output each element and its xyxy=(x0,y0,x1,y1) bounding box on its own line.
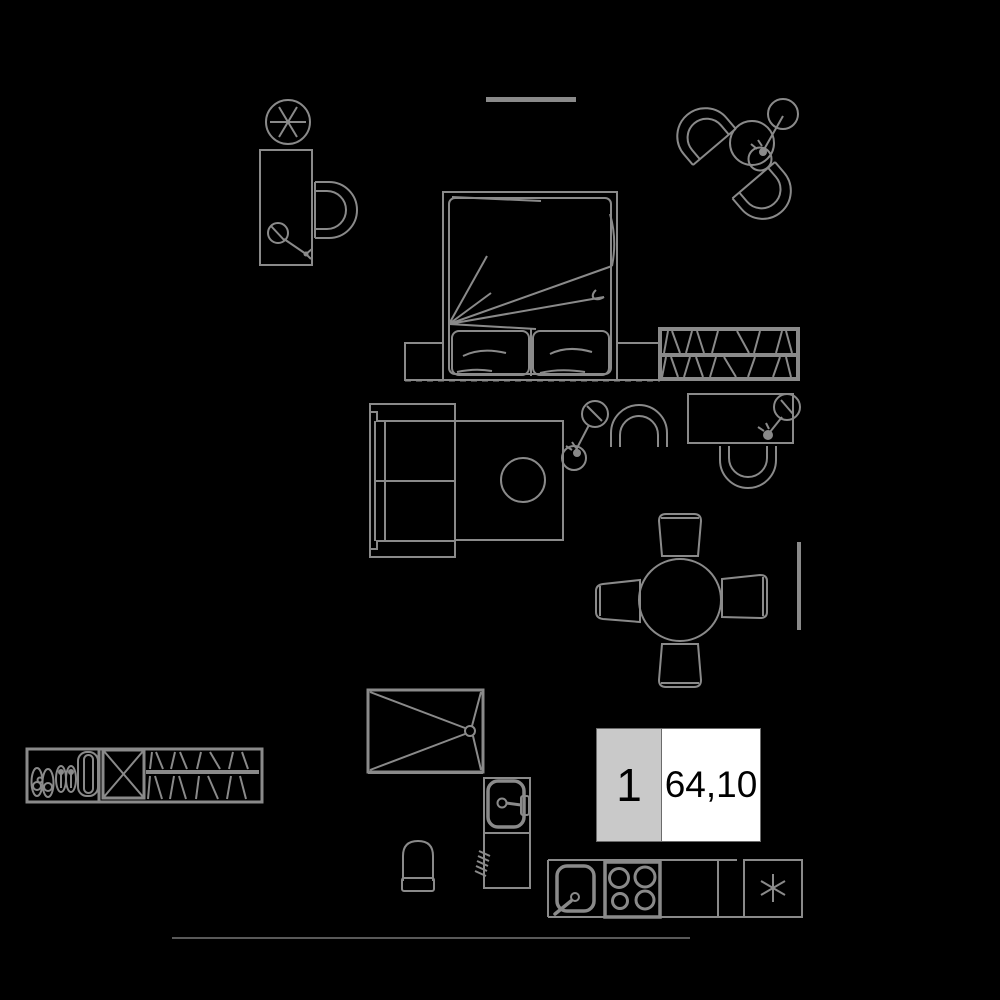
dining-chair-bottom xyxy=(657,643,703,688)
hanging-wardrobe xyxy=(658,327,800,381)
dining-side-chair xyxy=(610,404,668,448)
table-lamp xyxy=(267,222,313,260)
unit-area-badge: 64,10 xyxy=(661,728,761,842)
dining-chair-right xyxy=(721,573,768,620)
cooktop xyxy=(603,860,662,919)
wall-segment xyxy=(797,542,801,630)
floor-lamp-sofa xyxy=(561,400,609,471)
nightstand-left xyxy=(404,342,444,381)
lounge-side-table xyxy=(729,120,775,166)
desk-chair xyxy=(719,445,777,489)
dining-table xyxy=(595,513,768,688)
boot-box xyxy=(77,751,99,797)
unit-number-badge: 1 xyxy=(596,728,662,842)
washbasin-cabinet xyxy=(483,777,531,889)
towel-rail xyxy=(474,850,491,877)
nightstand-right xyxy=(616,342,661,381)
hanging-section xyxy=(146,751,259,800)
double-bed xyxy=(442,191,618,381)
mirror-section xyxy=(101,748,146,800)
kitchen-sink xyxy=(553,864,596,916)
toilet xyxy=(401,839,435,892)
entry-wardrobe xyxy=(25,747,264,804)
kitchen-counter xyxy=(547,859,802,918)
dining-chair-top xyxy=(657,513,703,557)
desk xyxy=(687,393,801,444)
tub-chair xyxy=(314,181,358,239)
lounge-corner xyxy=(664,95,804,232)
unit-area-text: 64,10 xyxy=(664,764,758,805)
unit-number-text: 1 xyxy=(616,759,642,811)
refrigerator xyxy=(743,859,803,918)
shoes xyxy=(30,765,77,798)
window xyxy=(486,97,576,102)
shower xyxy=(366,688,485,774)
sofa xyxy=(369,403,456,558)
dining-chair-left xyxy=(595,578,641,624)
square-table-with-plant xyxy=(454,420,564,541)
floor-lamp xyxy=(747,98,799,172)
ceiling-light xyxy=(265,99,311,145)
laundry-cabinet xyxy=(259,149,313,266)
